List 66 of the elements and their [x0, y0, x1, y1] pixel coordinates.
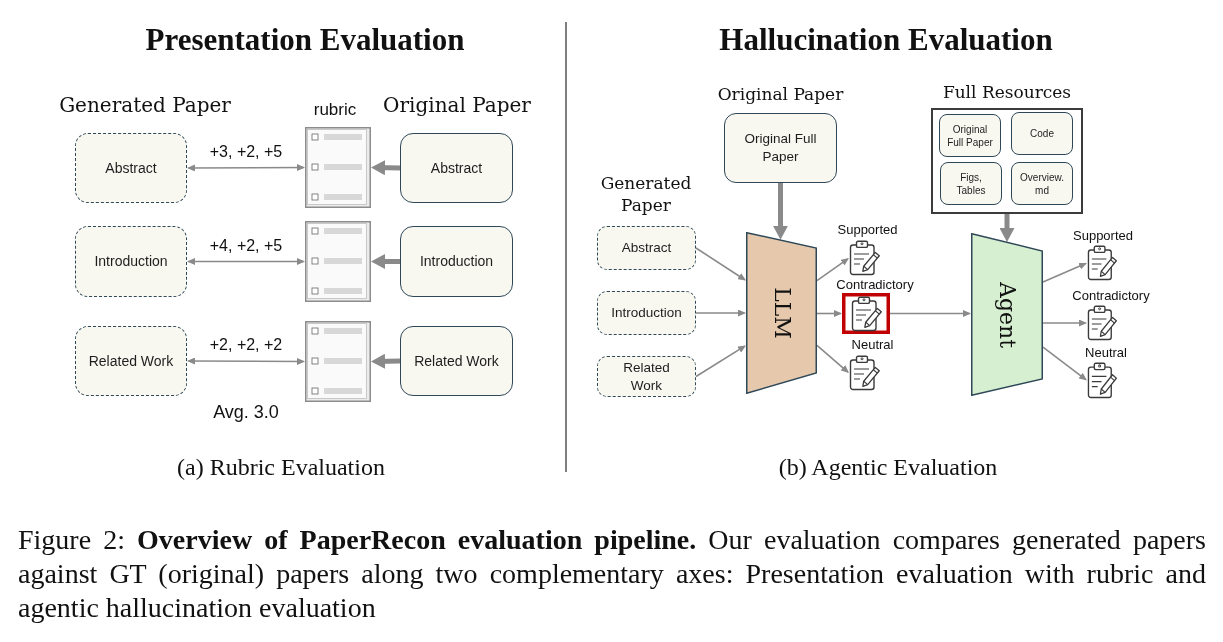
verdict-label: Neutral	[1085, 345, 1127, 361]
subfigure-caption: (a) Rubric Evaluation	[177, 454, 385, 481]
clipboard-icon	[849, 240, 882, 276]
clipboard-icon	[1087, 245, 1119, 281]
arrow	[695, 345, 746, 378]
verdict-label: Contradictory	[836, 277, 914, 293]
double-arrow	[187, 258, 305, 265]
panel-heading: Full Resources	[942, 81, 1072, 103]
agent-trapezoid	[971, 233, 1043, 396]
resource-box: Code	[1011, 112, 1073, 155]
arrow	[1042, 319, 1087, 327]
checklist-document-icon	[305, 127, 371, 208]
highlighted-clipboard-icon	[842, 293, 890, 334]
verdict-label: Supported	[837, 222, 898, 238]
paper-box: Original Full Paper	[724, 113, 837, 183]
generated-section-box: Related Work	[75, 326, 187, 396]
column-heading: Generated Paper	[59, 93, 231, 117]
verdict-label: Supported	[1073, 228, 1133, 244]
block-label: Agent	[996, 281, 1018, 348]
arrow	[816, 344, 849, 373]
box-heading: Original Paper	[717, 83, 844, 105]
panel-title: Presentation Evaluation	[145, 22, 465, 58]
double-arrow	[187, 164, 305, 172]
original-section-box: Abstract	[400, 133, 513, 203]
arrow	[695, 247, 746, 281]
resource-box: Figs, Tables	[940, 162, 1002, 205]
clipboard-icon	[1087, 362, 1119, 399]
score-label: +2, +2, +2	[209, 336, 283, 355]
generated-section-box: Abstract	[75, 133, 187, 203]
generated-section-box: Related Work	[597, 356, 696, 397]
arrow	[695, 309, 746, 317]
generated-section-box: Introduction	[75, 226, 187, 297]
clipboard-icon	[1087, 305, 1119, 341]
figure-caption: Figure 2: Overview of PaperRecon evaluation pipeline. Our evaluation compares generated papers against GT (original) papers along two complementary axes: Presentation evaluation with rubric and agentic hallucination evaluation	[18, 523, 1206, 625]
clipboard-icon	[849, 355, 882, 391]
column-heading: Generated Paper	[599, 172, 693, 216]
llm-trapezoid	[746, 232, 817, 394]
arrow	[816, 310, 842, 317]
generated-section-box: Abstract	[597, 226, 696, 270]
original-section-box: Introduction	[400, 226, 513, 297]
subfigure-caption: (b) Agentic Evaluation	[778, 454, 998, 481]
arrow	[1042, 262, 1087, 283]
panel-title: Hallucination Evaluation	[719, 22, 1053, 58]
checklist-document-icon	[305, 221, 371, 302]
arrow	[371, 160, 401, 175]
arrow	[889, 310, 971, 317]
column-heading: Original Paper	[383, 93, 531, 117]
arrow	[773, 183, 788, 240]
arrow	[1042, 346, 1087, 381]
average-score: Avg. 3.0	[213, 402, 279, 423]
arrow	[371, 354, 401, 369]
resource-box: Original Full Paper	[939, 114, 1001, 157]
arrow	[816, 258, 849, 282]
score-label: +4, +2, +5	[209, 236, 283, 255]
column-heading: rubric	[313, 100, 357, 120]
arrow	[1000, 214, 1014, 242]
verdict-label: Neutral	[851, 337, 894, 353]
score-label: +3, +2, +5	[209, 142, 283, 161]
arrow	[371, 254, 400, 269]
double-arrow	[187, 357, 305, 365]
resource-box: Overview. md	[1011, 162, 1073, 205]
generated-section-box: Introduction	[597, 291, 696, 335]
checklist-document-icon	[305, 321, 371, 402]
original-section-box: Related Work	[400, 326, 513, 396]
block-label: LLM	[770, 287, 793, 339]
verdict-label: Contradictory	[1072, 288, 1150, 304]
